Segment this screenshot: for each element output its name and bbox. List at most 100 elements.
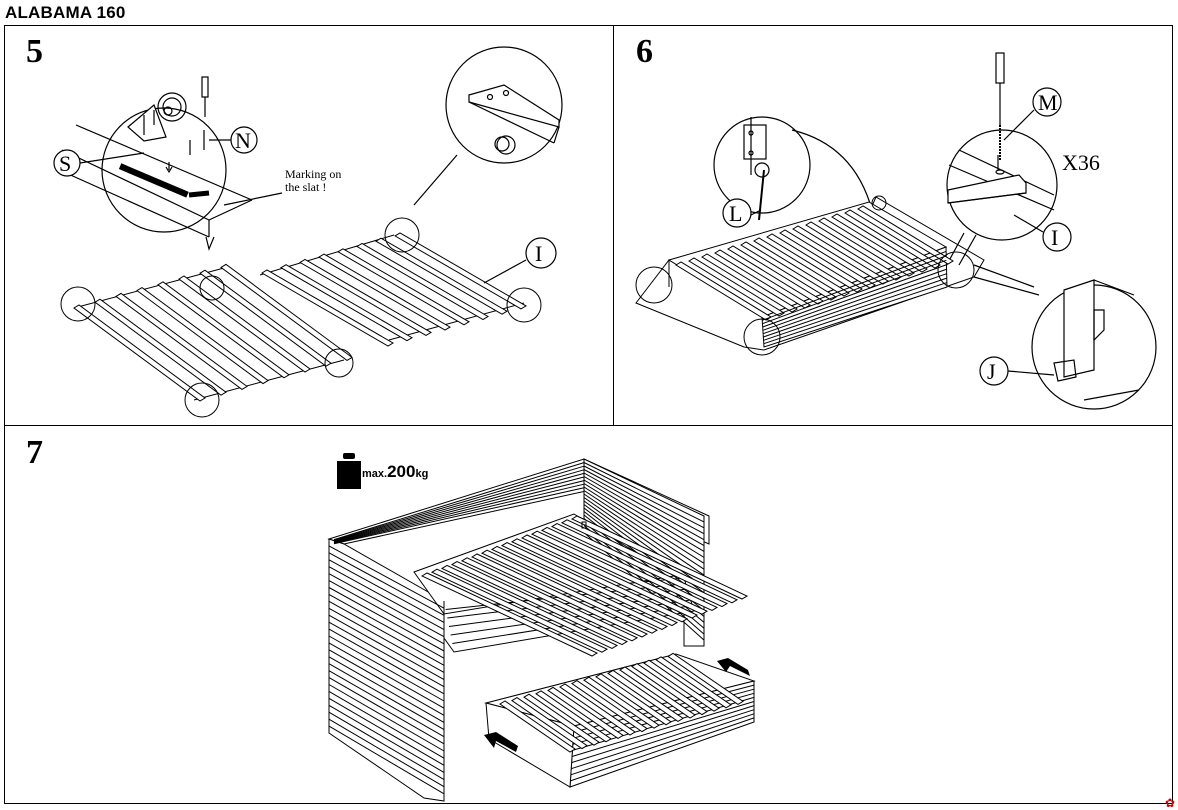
stripe bbox=[583, 469, 705, 535]
weight-prefix: max. bbox=[362, 468, 388, 480]
stripe bbox=[762, 264, 947, 331]
stripe bbox=[328, 711, 445, 781]
slat bbox=[857, 205, 954, 265]
label-L bbox=[722, 198, 762, 228]
stripe bbox=[328, 677, 445, 745]
weight-limit-label: max.200kg bbox=[362, 462, 428, 482]
label-S bbox=[53, 149, 145, 177]
stripe bbox=[333, 465, 585, 541]
bed-frame bbox=[635, 195, 985, 356]
stripe bbox=[573, 688, 755, 739]
stripe bbox=[571, 709, 755, 770]
slat bbox=[779, 229, 876, 289]
slat bbox=[470, 553, 649, 638]
stripe bbox=[328, 552, 445, 616]
stripe bbox=[328, 621, 445, 688]
stripe bbox=[583, 476, 705, 546]
stripe bbox=[333, 483, 585, 544]
stripe bbox=[328, 580, 445, 645]
stripe bbox=[762, 250, 947, 321]
slat bbox=[701, 253, 798, 313]
screwdriver-icon bbox=[995, 52, 1005, 160]
stripe bbox=[328, 614, 445, 681]
stripe bbox=[583, 472, 705, 541]
detail-circle-hook bbox=[713, 116, 873, 221]
slat bbox=[520, 534, 699, 619]
step-7-illustration bbox=[327, 453, 756, 802]
slat bbox=[450, 561, 629, 646]
stripe bbox=[328, 559, 445, 623]
stripe bbox=[328, 607, 445, 673]
slat bbox=[299, 258, 432, 336]
part-label-I: I bbox=[535, 241, 542, 266]
detail-circle-screw bbox=[946, 129, 1058, 241]
trundle-drawer bbox=[484, 652, 756, 788]
stripe bbox=[570, 717, 755, 782]
label-J bbox=[979, 356, 1055, 386]
slat bbox=[595, 673, 672, 726]
label-I bbox=[483, 237, 557, 284]
weight-value: 200 bbox=[387, 462, 416, 481]
label-N bbox=[209, 126, 258, 154]
stripe bbox=[328, 600, 445, 666]
daybed bbox=[327, 458, 749, 802]
stripe bbox=[333, 472, 585, 542]
slat bbox=[667, 652, 744, 705]
part-label-I: I bbox=[1051, 225, 1058, 250]
stripe bbox=[328, 684, 445, 752]
slat bbox=[157, 281, 290, 379]
slat bbox=[631, 663, 708, 716]
stripe bbox=[328, 628, 445, 695]
stripe bbox=[583, 465, 705, 529]
slat bbox=[420, 572, 599, 657]
stripe bbox=[333, 476, 585, 543]
stripe bbox=[328, 656, 445, 723]
slat bbox=[480, 549, 659, 634]
stripe bbox=[333, 469, 585, 542]
stripe bbox=[571, 705, 755, 764]
marking-note-line1: Marking on bbox=[285, 167, 341, 181]
slat bbox=[766, 233, 863, 293]
step-5-panel: 5 S N Markin bbox=[4, 25, 614, 426]
slat bbox=[655, 656, 732, 709]
part-label-J: J bbox=[987, 359, 996, 384]
stripe bbox=[328, 697, 445, 766]
slat bbox=[199, 269, 332, 367]
slat-frame-left bbox=[60, 263, 354, 418]
slat bbox=[818, 217, 915, 277]
weight-icon bbox=[337, 453, 361, 489]
detail-circle-foot bbox=[1031, 279, 1157, 410]
step-6-panel: 6 L bbox=[614, 25, 1173, 426]
slat bbox=[643, 659, 720, 712]
step-7-panel: 7 bbox=[4, 426, 1173, 804]
slat bbox=[73, 263, 353, 402]
stripe bbox=[570, 713, 755, 776]
slat bbox=[583, 676, 660, 729]
slat bbox=[356, 242, 489, 321]
slat bbox=[607, 669, 684, 722]
stripe bbox=[763, 277, 947, 341]
page-border bbox=[4, 25, 1173, 804]
stripe bbox=[328, 566, 445, 631]
stripe bbox=[328, 718, 445, 788]
slat bbox=[440, 564, 619, 649]
stripe bbox=[333, 462, 585, 541]
stripe bbox=[583, 479, 705, 552]
stripe bbox=[571, 701, 755, 757]
stripe bbox=[583, 462, 705, 523]
slat bbox=[753, 237, 850, 297]
slat bbox=[559, 683, 636, 736]
slat bbox=[280, 264, 413, 342]
stripe bbox=[328, 704, 445, 773]
weight-unit: kg bbox=[415, 468, 429, 480]
stripe bbox=[583, 490, 705, 570]
step-number: 7 bbox=[26, 434, 43, 471]
stripe bbox=[328, 545, 445, 609]
slat bbox=[535, 690, 612, 743]
slat bbox=[530, 530, 709, 615]
slat bbox=[560, 519, 739, 604]
part-label-M: M bbox=[1038, 90, 1058, 115]
stripe bbox=[333, 487, 585, 545]
stripe bbox=[328, 635, 445, 702]
part-label-L: L bbox=[729, 201, 742, 226]
